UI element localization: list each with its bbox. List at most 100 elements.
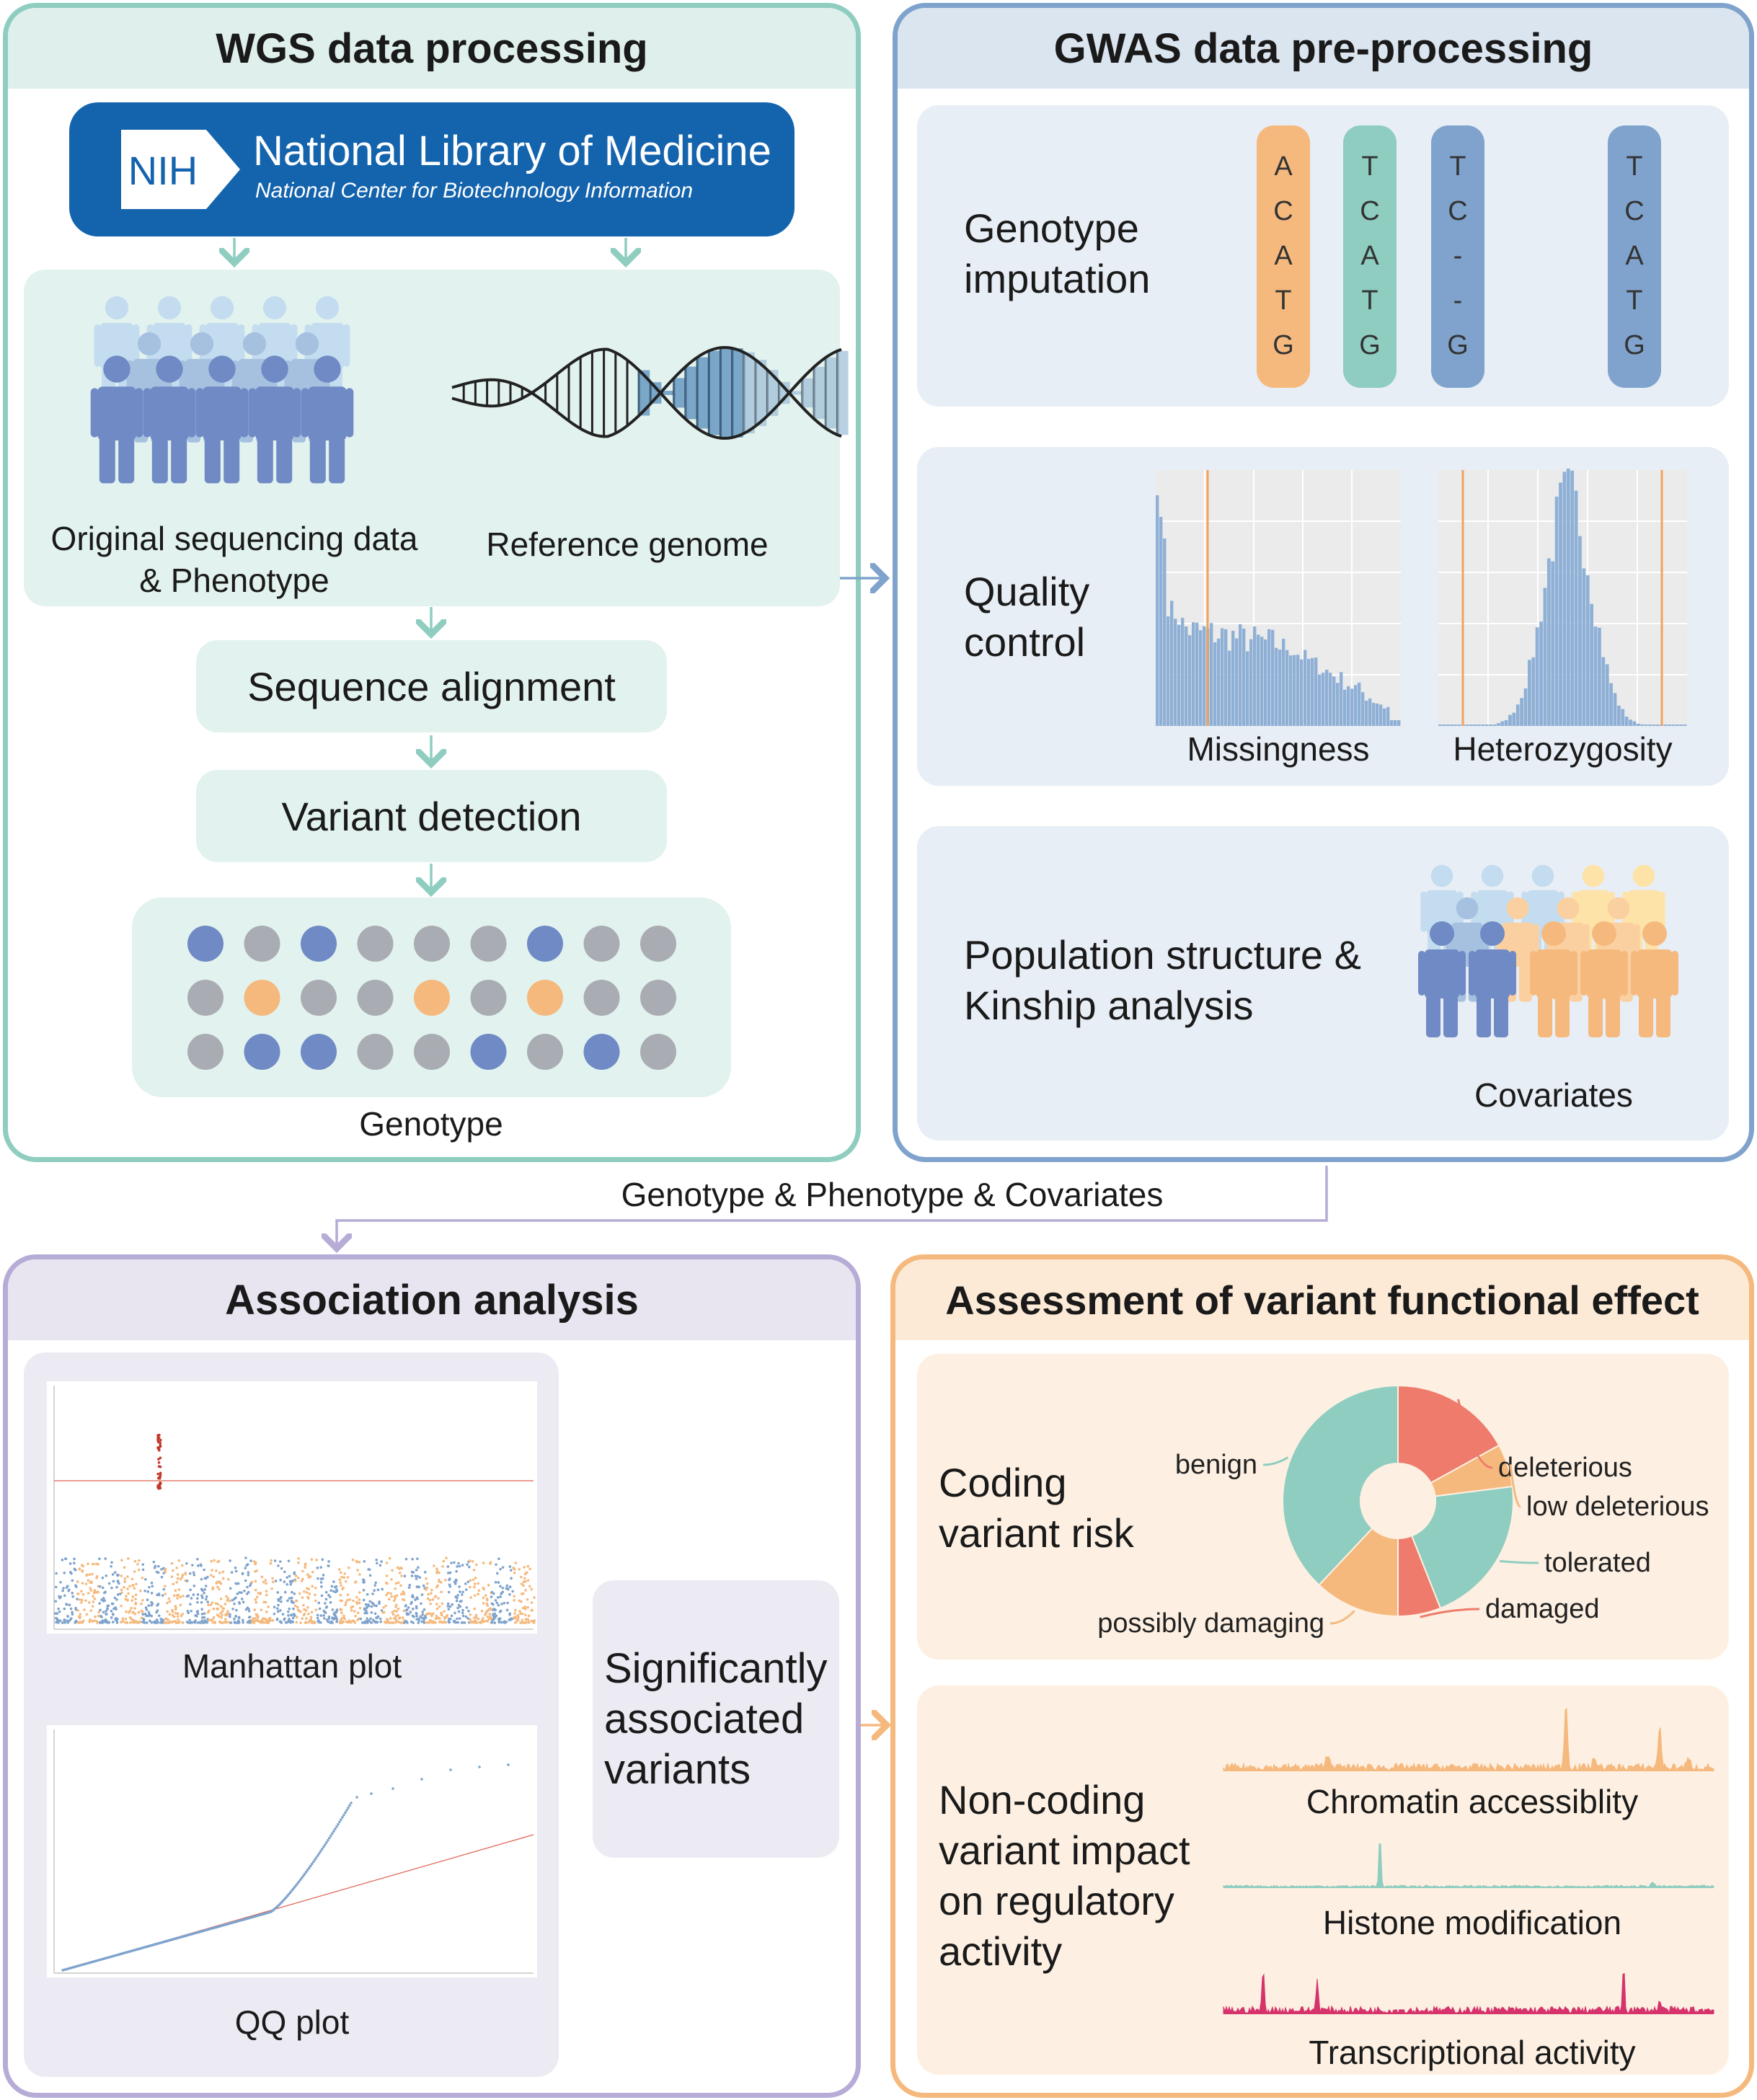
manhattan-point	[460, 1600, 463, 1603]
manhattan-point	[482, 1620, 485, 1623]
manhattan-point	[141, 1563, 145, 1566]
histogram-bar	[1613, 693, 1617, 726]
manhattan-point	[229, 1587, 232, 1590]
significant-point	[157, 1487, 161, 1490]
manhattan-point	[200, 1616, 204, 1619]
manhattan-point	[57, 1607, 60, 1611]
manhattan-point	[99, 1608, 102, 1612]
manhattan-point	[439, 1620, 443, 1623]
manhattan-point	[260, 1575, 264, 1579]
manhattan-point	[376, 1615, 380, 1618]
manhattan-point	[63, 1594, 66, 1598]
manhattan-point	[141, 1568, 145, 1572]
manhattan-point	[238, 1602, 242, 1605]
manhattan-point	[389, 1592, 392, 1595]
pie-leader-line	[1457, 1399, 1493, 1469]
manhattan-point	[235, 1608, 238, 1612]
manhattan-point	[307, 1612, 310, 1616]
manhattan-point	[290, 1613, 293, 1617]
manhattan-point	[164, 1618, 167, 1621]
manhattan-point	[443, 1610, 446, 1613]
manhattan-point	[425, 1577, 428, 1580]
histogram-bar	[1167, 616, 1170, 726]
manhattan-point	[121, 1617, 125, 1621]
manhattan-point	[269, 1619, 272, 1622]
manhattan-point	[447, 1590, 451, 1594]
manhattan-point	[324, 1602, 327, 1605]
manhattan-point	[416, 1597, 420, 1600]
manhattan-point	[165, 1621, 168, 1624]
manhattan-point	[497, 1617, 500, 1621]
manhattan-point	[242, 1621, 244, 1624]
manhattan-point	[110, 1564, 112, 1568]
manhattan-point	[401, 1616, 404, 1619]
genotype-dot	[414, 980, 450, 1016]
manhattan-point	[146, 1621, 149, 1624]
manhattan-point	[237, 1621, 241, 1624]
qq-point	[316, 1854, 319, 1857]
manhattan-point	[79, 1613, 82, 1616]
manhattan-point	[288, 1597, 291, 1600]
manhattan-point	[509, 1618, 512, 1621]
manhattan-point	[469, 1613, 472, 1616]
manhattan-point	[116, 1617, 119, 1621]
manhattan-point	[78, 1598, 81, 1601]
manhattan-point	[371, 1603, 375, 1605]
manhattan-point	[319, 1614, 323, 1617]
manhattan-point	[245, 1564, 248, 1567]
manhattan-point	[180, 1575, 184, 1579]
manhattan-point	[95, 1574, 99, 1578]
manhattan-point	[427, 1592, 430, 1596]
manhattan-point	[486, 1616, 490, 1618]
manhattan-point	[265, 1618, 269, 1622]
noncoding-label-line3: on regulatory	[939, 1878, 1174, 1923]
manhattan-point	[128, 1585, 131, 1588]
histogram-bar	[1278, 650, 1282, 726]
manhattan-point	[98, 1585, 102, 1588]
histogram-bar	[1570, 470, 1575, 726]
histogram-bar	[1199, 630, 1203, 726]
manhattan-point	[314, 1608, 318, 1611]
manhattan-point	[207, 1618, 211, 1622]
manhattan-point	[247, 1607, 250, 1611]
manhattan-point	[313, 1621, 317, 1624]
manhattan-point	[533, 1596, 536, 1599]
manhattan-point	[321, 1558, 324, 1561]
manhattan-point	[415, 1569, 418, 1572]
manhattan-point	[368, 1568, 371, 1571]
manhattan-point	[293, 1592, 296, 1595]
manhattan-point	[241, 1572, 244, 1575]
genotype-dot	[527, 926, 563, 962]
histogram-bar	[1652, 725, 1656, 726]
histogram-bar	[1296, 655, 1300, 726]
manhattan-point	[110, 1616, 113, 1619]
manhattan-point	[397, 1581, 400, 1585]
manhattan-point	[269, 1561, 273, 1565]
histogram-bar	[1551, 561, 1555, 726]
manhattan-point	[68, 1562, 72, 1565]
manhattan-point	[467, 1609, 470, 1613]
histogram-bar	[1496, 723, 1500, 726]
dna-fill	[696, 357, 709, 429]
manhattan-point	[189, 1603, 192, 1606]
manhattan-point	[410, 1595, 414, 1598]
manhattan-point	[324, 1598, 328, 1601]
qq-point	[301, 1874, 305, 1877]
manhattan-point	[385, 1593, 388, 1597]
manhattan-point	[196, 1610, 200, 1613]
manhattan-point	[460, 1593, 464, 1596]
manhattan-point	[209, 1603, 213, 1606]
manhattan-point	[271, 1580, 275, 1584]
manhattan-point	[370, 1605, 373, 1608]
manhattan-point	[394, 1605, 397, 1608]
manhattan-point	[464, 1615, 468, 1618]
manhattan-point	[530, 1587, 534, 1591]
population-label-line2: Kinship analysis	[964, 983, 1254, 1028]
manhattan-point	[177, 1618, 180, 1621]
heterozygosity-histogram	[1438, 469, 1687, 726]
manhattan-point	[271, 1618, 275, 1622]
manhattan-point	[527, 1621, 531, 1624]
manhattan-point	[492, 1592, 495, 1595]
manhattan-point	[438, 1617, 441, 1621]
manhattan-point	[233, 1602, 236, 1605]
